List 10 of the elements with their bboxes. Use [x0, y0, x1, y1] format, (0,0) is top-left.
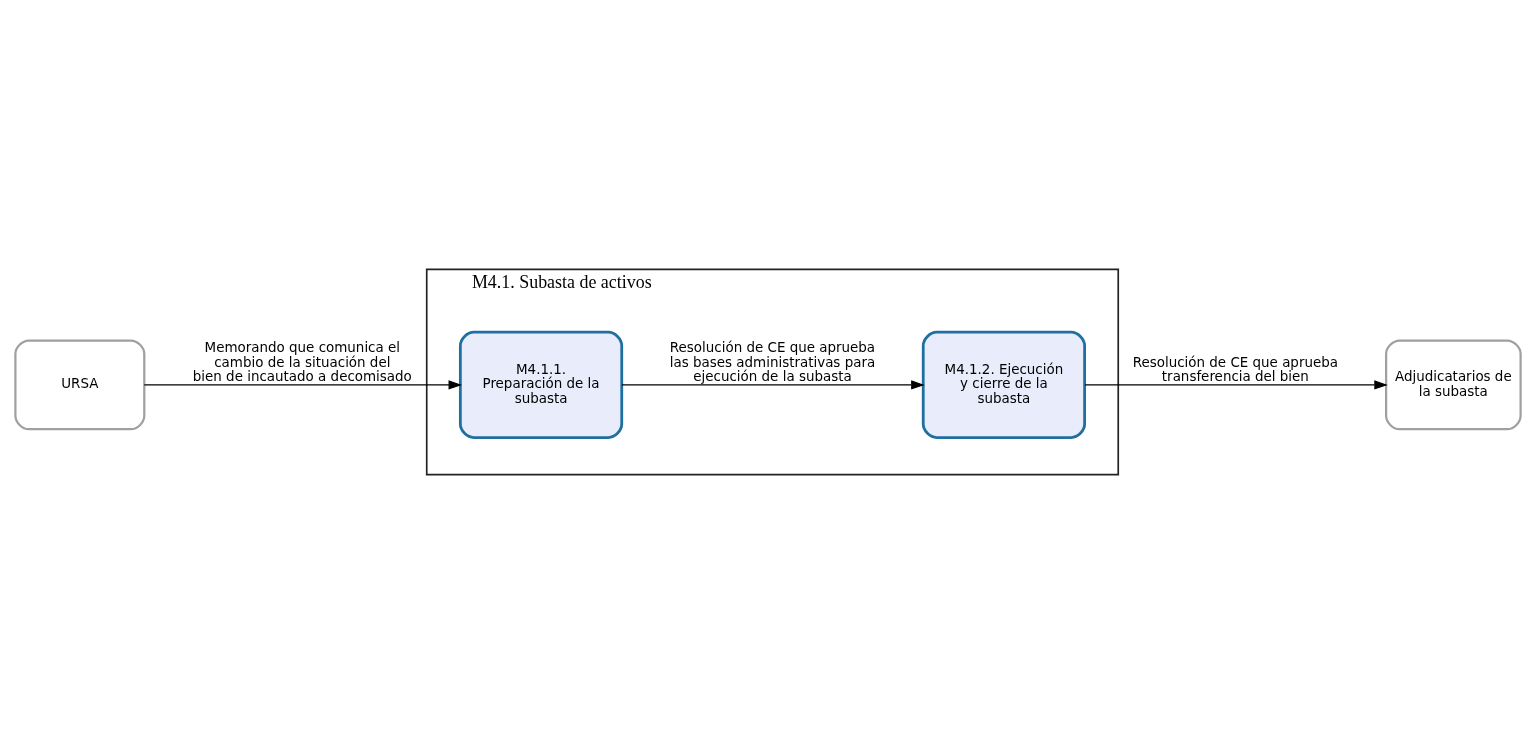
edge-label: Resolución de CE que aprueba transferencia del bien — [1132, 354, 1338, 384]
node-box: M4.1.1. Preparación de la subasta — [458, 330, 624, 439]
node-box: URSA — [14, 339, 146, 430]
arrow — [143, 379, 462, 390]
edge-label: Memorando que comunica el cambio de la situación del bien de incautado a decomisado — [192, 339, 412, 384]
node-box: Adjudicatarios de la subasta — [1385, 339, 1522, 430]
arrow — [621, 379, 925, 390]
node-box: M4.1.2. Ejecución y cierre de la subasta — [921, 330, 1086, 439]
arrow — [1084, 379, 1388, 390]
edge-label: Resolución de CE que aprueba las bases administrativas para ejecución de la subasta — [669, 339, 876, 384]
